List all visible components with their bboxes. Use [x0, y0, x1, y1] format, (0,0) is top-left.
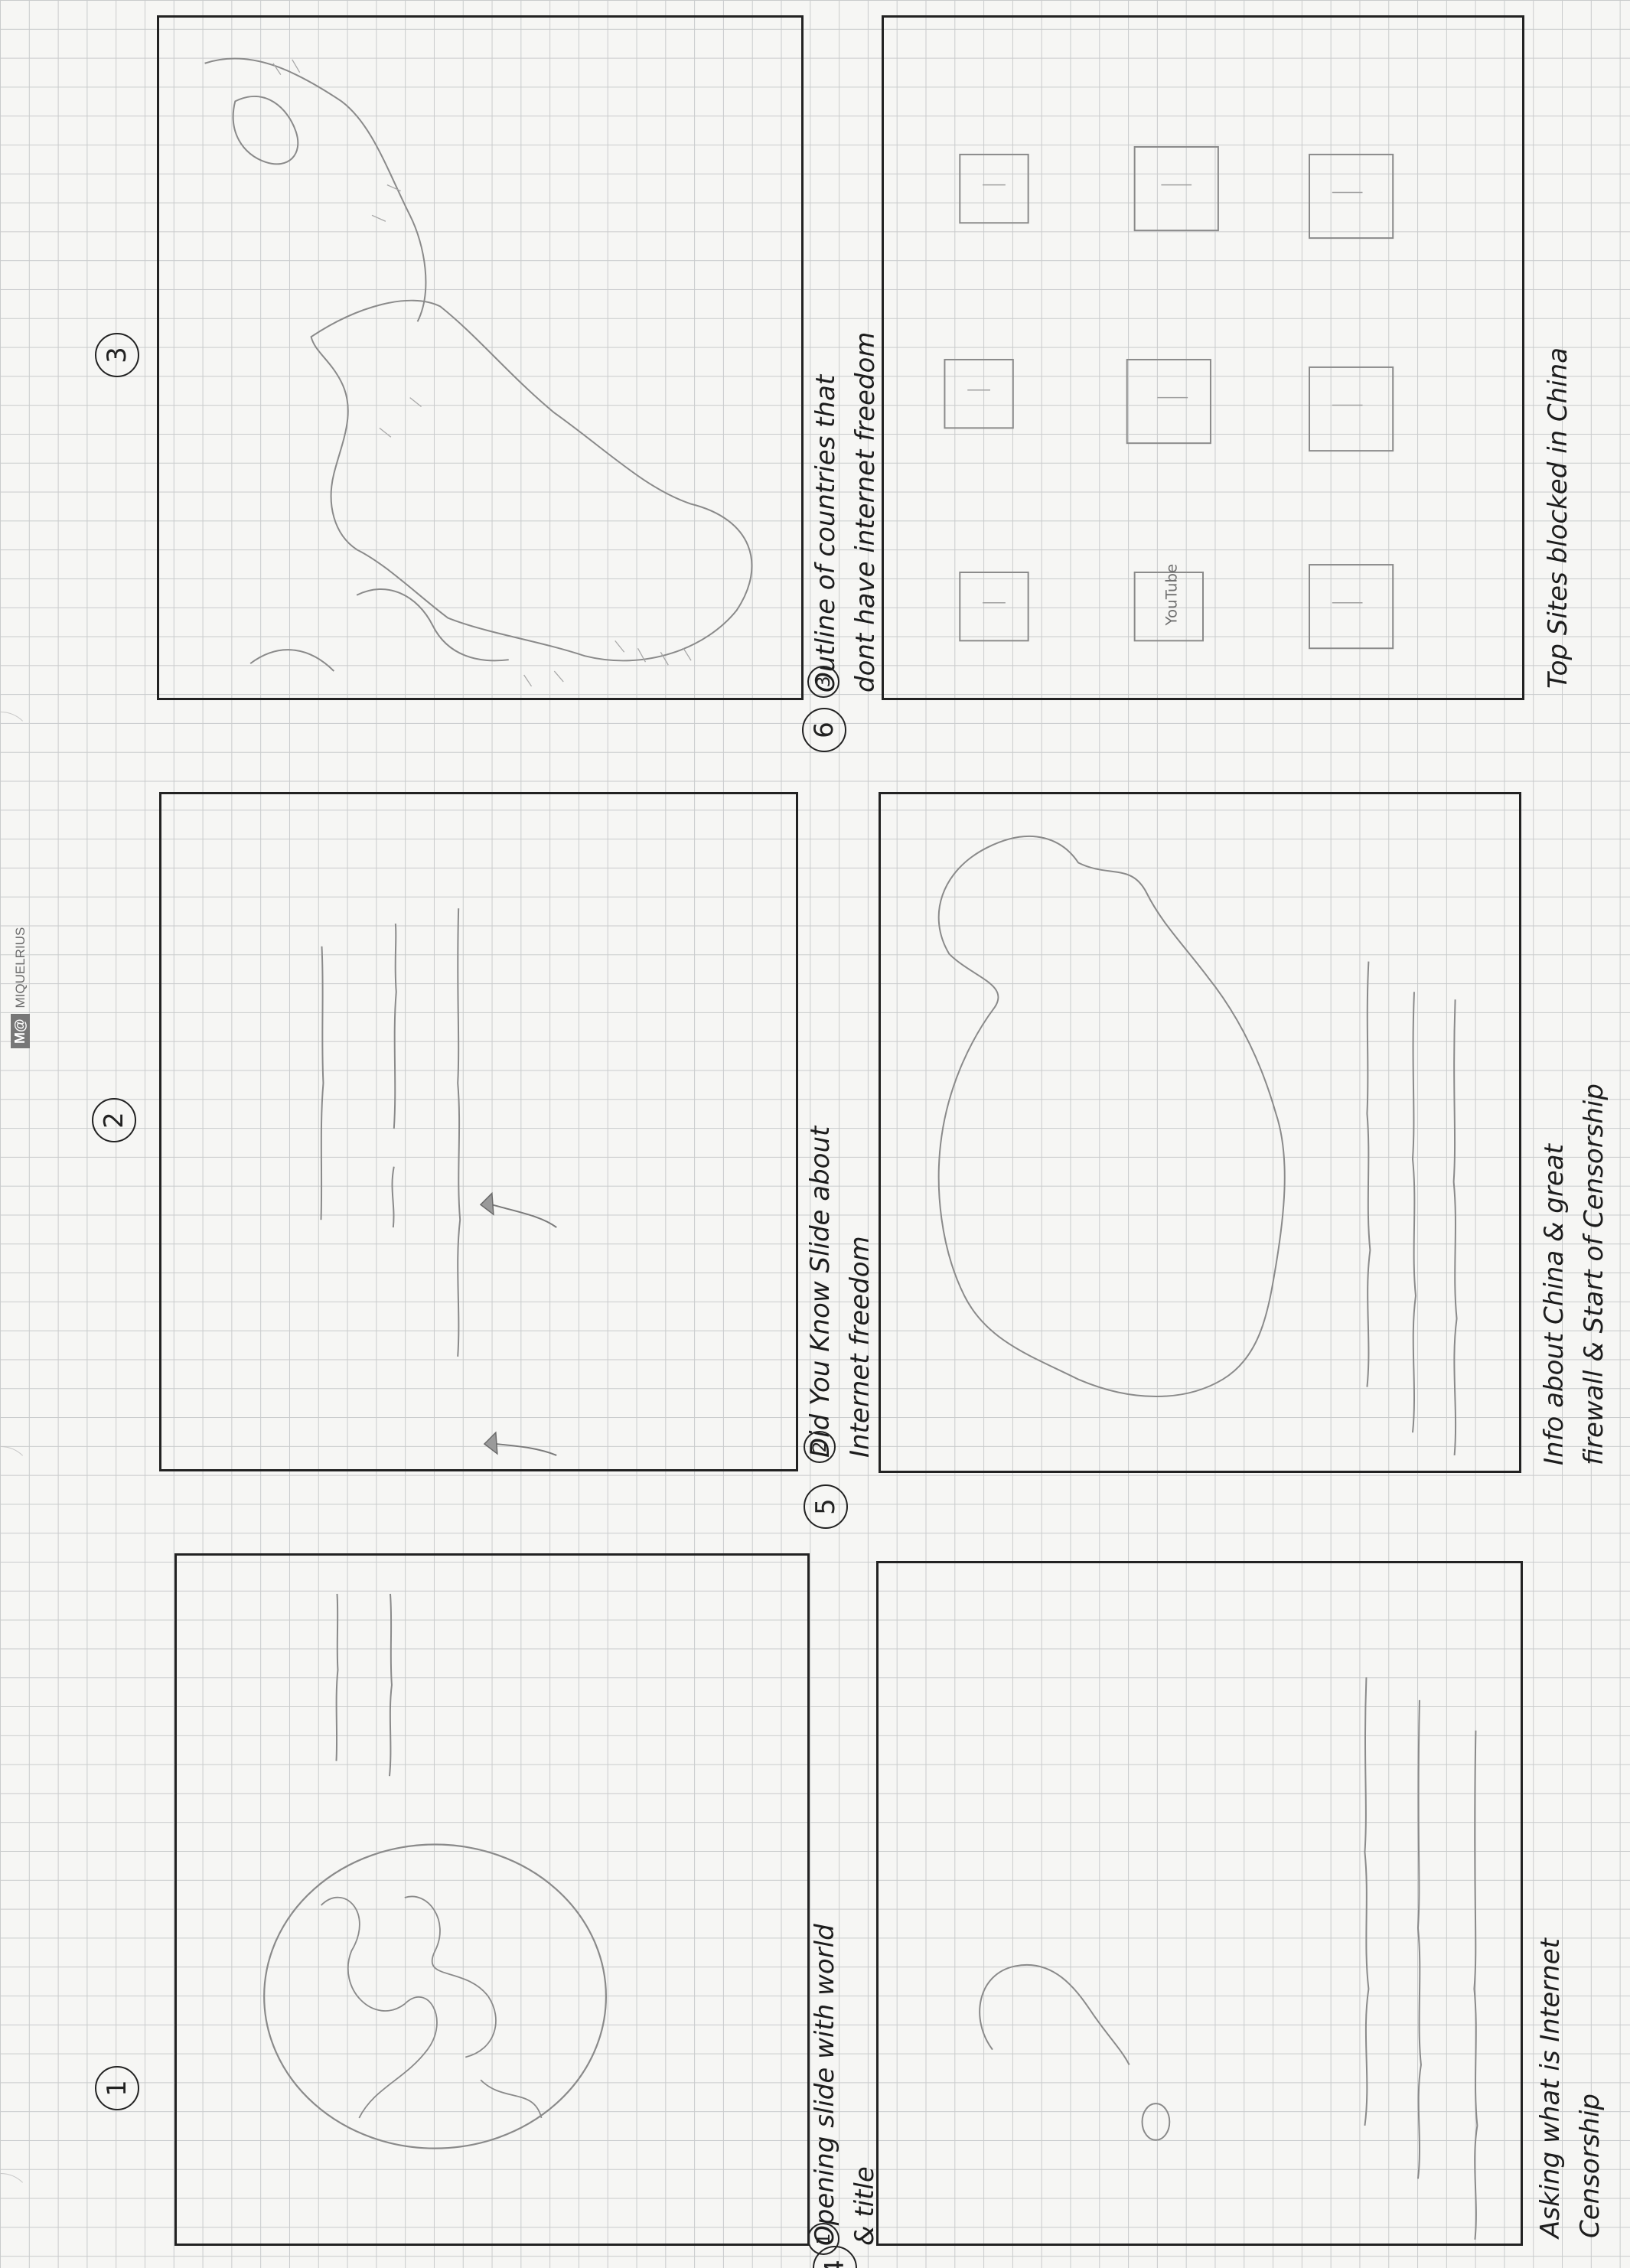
map-outline [205, 58, 426, 321]
site-icon-box [960, 572, 1028, 640]
globe-continent [321, 1898, 437, 2118]
map-outline [357, 589, 509, 660]
site-label-youtube: YouTube [1162, 564, 1180, 627]
arrow-sketch [496, 1444, 556, 1455]
text-line [1474, 1731, 1477, 2240]
panel-6-frame: YouTube [882, 15, 1524, 700]
brand-logo: M@ [11, 1014, 30, 1048]
panel-2-caption-line: Did You Know Slide about [800, 1126, 840, 1458]
panel-2-caption: Did You Know Slide about Internet freedo… [800, 1126, 880, 1458]
globe-sketch [264, 1845, 606, 2149]
punch-hole [0, 2173, 32, 2236]
panel-6-number: 6 [802, 708, 846, 752]
panel-5-caption: Info about China & great firewall & Star… [1534, 1083, 1614, 1465]
site-icon-marks [967, 185, 1362, 603]
country-outline [939, 836, 1285, 1396]
caption-1-number: 1 [807, 2223, 839, 2255]
site-icon-box [1309, 367, 1393, 451]
panel-5-caption-line: firewall & Start of Censorship [1574, 1083, 1614, 1465]
map-outline [311, 301, 752, 661]
site-icon-box [1135, 147, 1218, 230]
panel-3-frame [157, 15, 804, 700]
panel-4-frame [876, 1561, 1523, 2246]
panel-1-sketch [177, 1556, 807, 2244]
text-line [458, 908, 460, 1357]
panel-1-caption: Opening slide with world & title [805, 1924, 885, 2246]
punch-hole [0, 712, 32, 774]
title-line [336, 1594, 337, 1761]
panel-3-sketch [159, 18, 801, 698]
panel-4-caption-line: Asking what is Internet [1531, 1938, 1570, 2238]
caption-2-number: 2 [804, 1431, 836, 1463]
text-line [1454, 999, 1457, 1455]
panel-5-number: 5 [804, 1484, 848, 1529]
panel-4-sketch [879, 1563, 1521, 2244]
arrow-sketch [492, 1204, 556, 1227]
panel-5-frame [879, 792, 1521, 1473]
panel-3-number: 3 [95, 333, 139, 377]
brand-name: MIQUELRIUS [13, 927, 28, 1009]
punch-hole [0, 1446, 32, 1509]
panel-2-caption-line: Internet freedom [840, 1126, 880, 1458]
panel-1-frame [174, 1553, 810, 2246]
site-icon-box [1127, 360, 1211, 443]
site-icon-box [1309, 565, 1393, 648]
panel-6-caption-line: Top Sites blocked in China [1538, 347, 1578, 689]
panel-2-number: 2 [92, 1098, 136, 1142]
panel-4-caption-line: Censorship [1570, 1938, 1610, 2238]
caption-3-number: 3 [807, 666, 839, 698]
site-icon-box [1309, 155, 1393, 238]
site-icon-box [944, 360, 1012, 428]
text-line [1364, 1677, 1368, 2126]
panel-3-caption-line: Outline of countries that [806, 332, 846, 692]
panel-3-caption: Outline of countries that dont have inte… [806, 332, 885, 692]
question-mark-sketch [980, 1965, 1129, 2065]
panel-5-caption-line: Info about China & great [1534, 1083, 1574, 1465]
panel-3-caption-line: dont have internet freedom [846, 332, 885, 692]
text-line [1413, 992, 1416, 1432]
question-mark-dot [1143, 2103, 1170, 2140]
text-line [393, 924, 396, 1227]
panel-1-number: 1 [95, 2066, 139, 2110]
site-icon-box [960, 155, 1028, 223]
panel-6-caption: Top Sites blocked in China [1538, 347, 1578, 689]
brand-mark: M@ MIQUELRIUS [11, 927, 30, 1048]
panel-5-sketch [881, 794, 1519, 1471]
panel-2-sketch [161, 794, 796, 1469]
panel-6-sketch: YouTube [884, 18, 1522, 698]
map-island [233, 96, 298, 164]
text-line [321, 947, 323, 1220]
panel-4-caption: Asking what is Internet Censorship [1531, 1938, 1610, 2238]
globe-continent [481, 2080, 541, 2118]
map-outline [250, 650, 334, 671]
title-line [390, 1594, 392, 1776]
text-line [1367, 962, 1370, 1387]
panel-2-frame [159, 792, 798, 1471]
arrow-head-sketch [484, 1432, 497, 1454]
panel-1-caption-line: Opening slide with world [805, 1924, 845, 2246]
globe-continent [405, 1896, 496, 2057]
arrow-head-sketch [481, 1193, 494, 1214]
text-line [1418, 1700, 1421, 2179]
